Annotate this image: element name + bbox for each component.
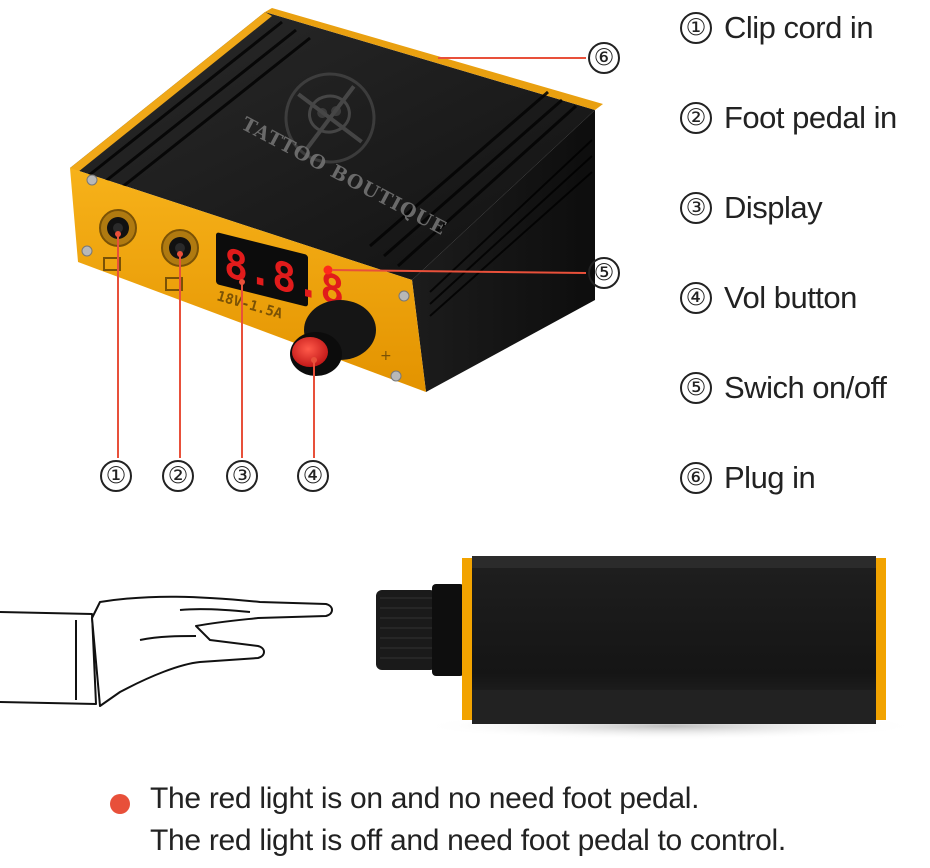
svg-text:+: + — [380, 348, 392, 364]
legend-label: Display — [724, 190, 823, 225]
callout-3: ③ — [226, 460, 258, 492]
status-led-icon — [323, 265, 333, 275]
legend-number: ④ — [680, 282, 712, 314]
callout-2: ② — [162, 460, 194, 492]
clip-cord-jack-icon — [99, 209, 137, 271]
device-top-face — [70, 12, 595, 280]
legend-label: Swich on/off — [724, 370, 887, 405]
legend-item-vol-button: ④ Vol button — [680, 278, 857, 318]
red-dot-icon — [110, 794, 130, 814]
legend-item-foot-pedal: ② Foot pedal in — [680, 98, 897, 138]
callout-1: ① — [100, 460, 132, 492]
volume-knob — [290, 300, 376, 376]
pointing-hand-icon — [0, 595, 333, 707]
legend-label: Vol button — [724, 280, 857, 315]
callout-5: ⑤ — [588, 257, 620, 289]
legend-number: ⑤ — [680, 372, 712, 404]
note-line-1: The red light is on and no need foot ped… — [150, 782, 700, 815]
legend-label: Clip cord in — [724, 10, 874, 45]
legend-item-display: ③ Display — [680, 188, 823, 228]
foot-pedal-jack-icon — [161, 229, 199, 291]
screw-icon — [81, 174, 410, 382]
legend-item-clip-cord: ① Clip cord in — [680, 8, 874, 48]
note-line-2: The red light is off and need foot pedal… — [150, 824, 786, 857]
skull-logo-icon — [284, 72, 376, 164]
callout-6: ⑥ — [588, 42, 620, 74]
callout-4: ④ — [297, 460, 329, 492]
legend-label: Foot pedal in — [724, 100, 897, 135]
legend-number: ② — [680, 102, 712, 134]
legend-number: ⑥ — [680, 462, 712, 494]
legend-item-switch: ⑤ Swich on/off — [680, 368, 887, 408]
legend-number: ③ — [680, 192, 712, 224]
legend-item-plug-in: ⑥ Plug in — [680, 458, 816, 498]
device-side-view — [376, 556, 886, 724]
legend-label: Plug in — [724, 460, 816, 495]
callout-lines — [117, 57, 587, 458]
legend-number: ① — [680, 12, 712, 44]
